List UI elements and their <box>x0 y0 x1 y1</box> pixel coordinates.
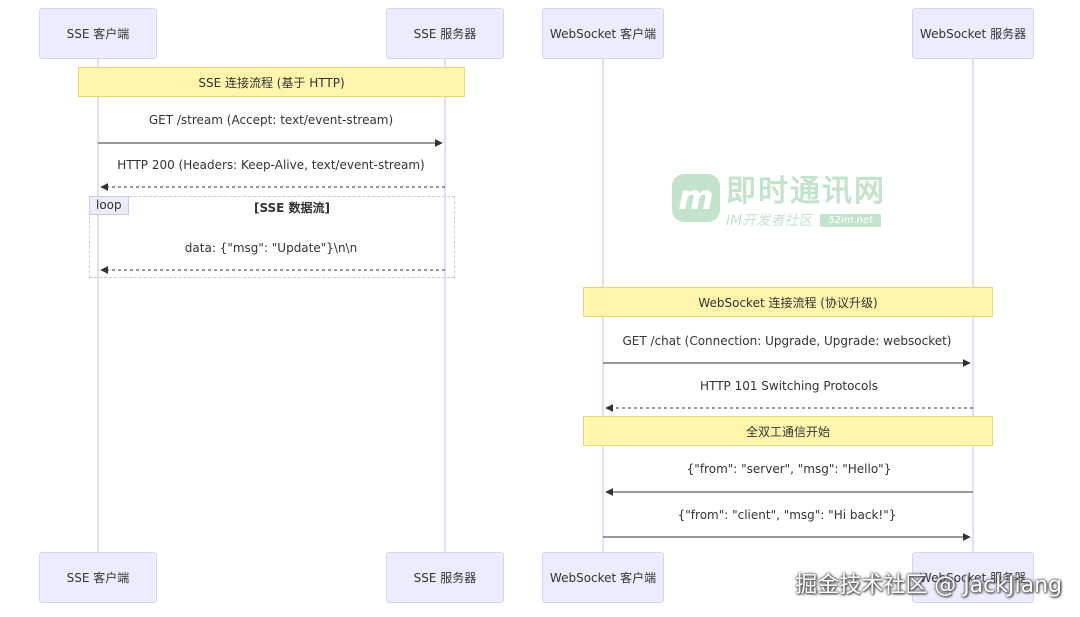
message-label-server-hello: {"from": "server", "msg": "Hello"} <box>686 462 892 476</box>
actor-ws-server-top: WebSocket 服务器 <box>912 8 1034 59</box>
message-label-get-chat: GET /chat (Connection: Upgrade, Upgrade:… <box>622 334 952 348</box>
note-sse-connection-flow: SSE 连接流程 (基于 HTTP) <box>78 67 465 97</box>
note-text: 全双工通信开始 <box>745 424 830 439</box>
actor-label: SSE 客户端 <box>66 571 130 585</box>
actor-ws-server-bottom: WebSocket 服务器 <box>912 552 1034 603</box>
actor-sse-server-bottom: SSE 服务器 <box>386 552 504 603</box>
actor-label: WebSocket 客户端 <box>549 571 657 585</box>
loop-tag: loop <box>89 196 129 215</box>
actor-label: SSE 客户端 <box>66 27 130 41</box>
note-text: SSE 连接流程 (基于 HTTP) <box>198 75 345 90</box>
message-label-http-101: HTTP 101 Switching Protocols <box>700 379 878 393</box>
note-text: WebSocket 连接流程 (协议升级) <box>698 295 878 310</box>
loop-frame: loop [SSE 数据流] <box>89 196 455 278</box>
note-websocket-connection-flow: WebSocket 连接流程 (协议升级) <box>583 287 993 317</box>
actor-label: SSE 服务器 <box>413 27 477 41</box>
actor-label: WebSocket 服务器 <box>919 27 1027 41</box>
message-label-data-update: data: {"msg": "Update"}\n\n <box>184 241 358 255</box>
message-label-http-200: HTTP 200 (Headers: Keep-Alive, text/even… <box>117 158 425 172</box>
actor-ws-client-bottom: WebSocket 客户端 <box>542 552 664 603</box>
loop-title: [SSE 数据流] <box>253 201 331 215</box>
actor-sse-client-bottom: SSE 客户端 <box>39 552 157 603</box>
actor-label: SSE 服务器 <box>413 571 477 585</box>
note-full-duplex-start: 全双工通信开始 <box>583 416 993 446</box>
actor-sse-client-top: SSE 客户端 <box>39 8 157 59</box>
message-label-client-hi-back: {"from": "client", "msg": "Hi back!"} <box>677 508 897 522</box>
actor-label: WebSocket 客户端 <box>549 27 657 41</box>
actor-ws-client-top: WebSocket 客户端 <box>542 8 664 59</box>
credit-watermark: 掘金技术社区 @ JackJiang <box>795 573 1062 598</box>
actor-label: WebSocket 服务器 <box>919 571 1027 585</box>
message-label-get-stream: GET /stream (Accept: text/event-stream) <box>148 113 394 127</box>
actor-sse-server-top: SSE 服务器 <box>386 8 504 59</box>
